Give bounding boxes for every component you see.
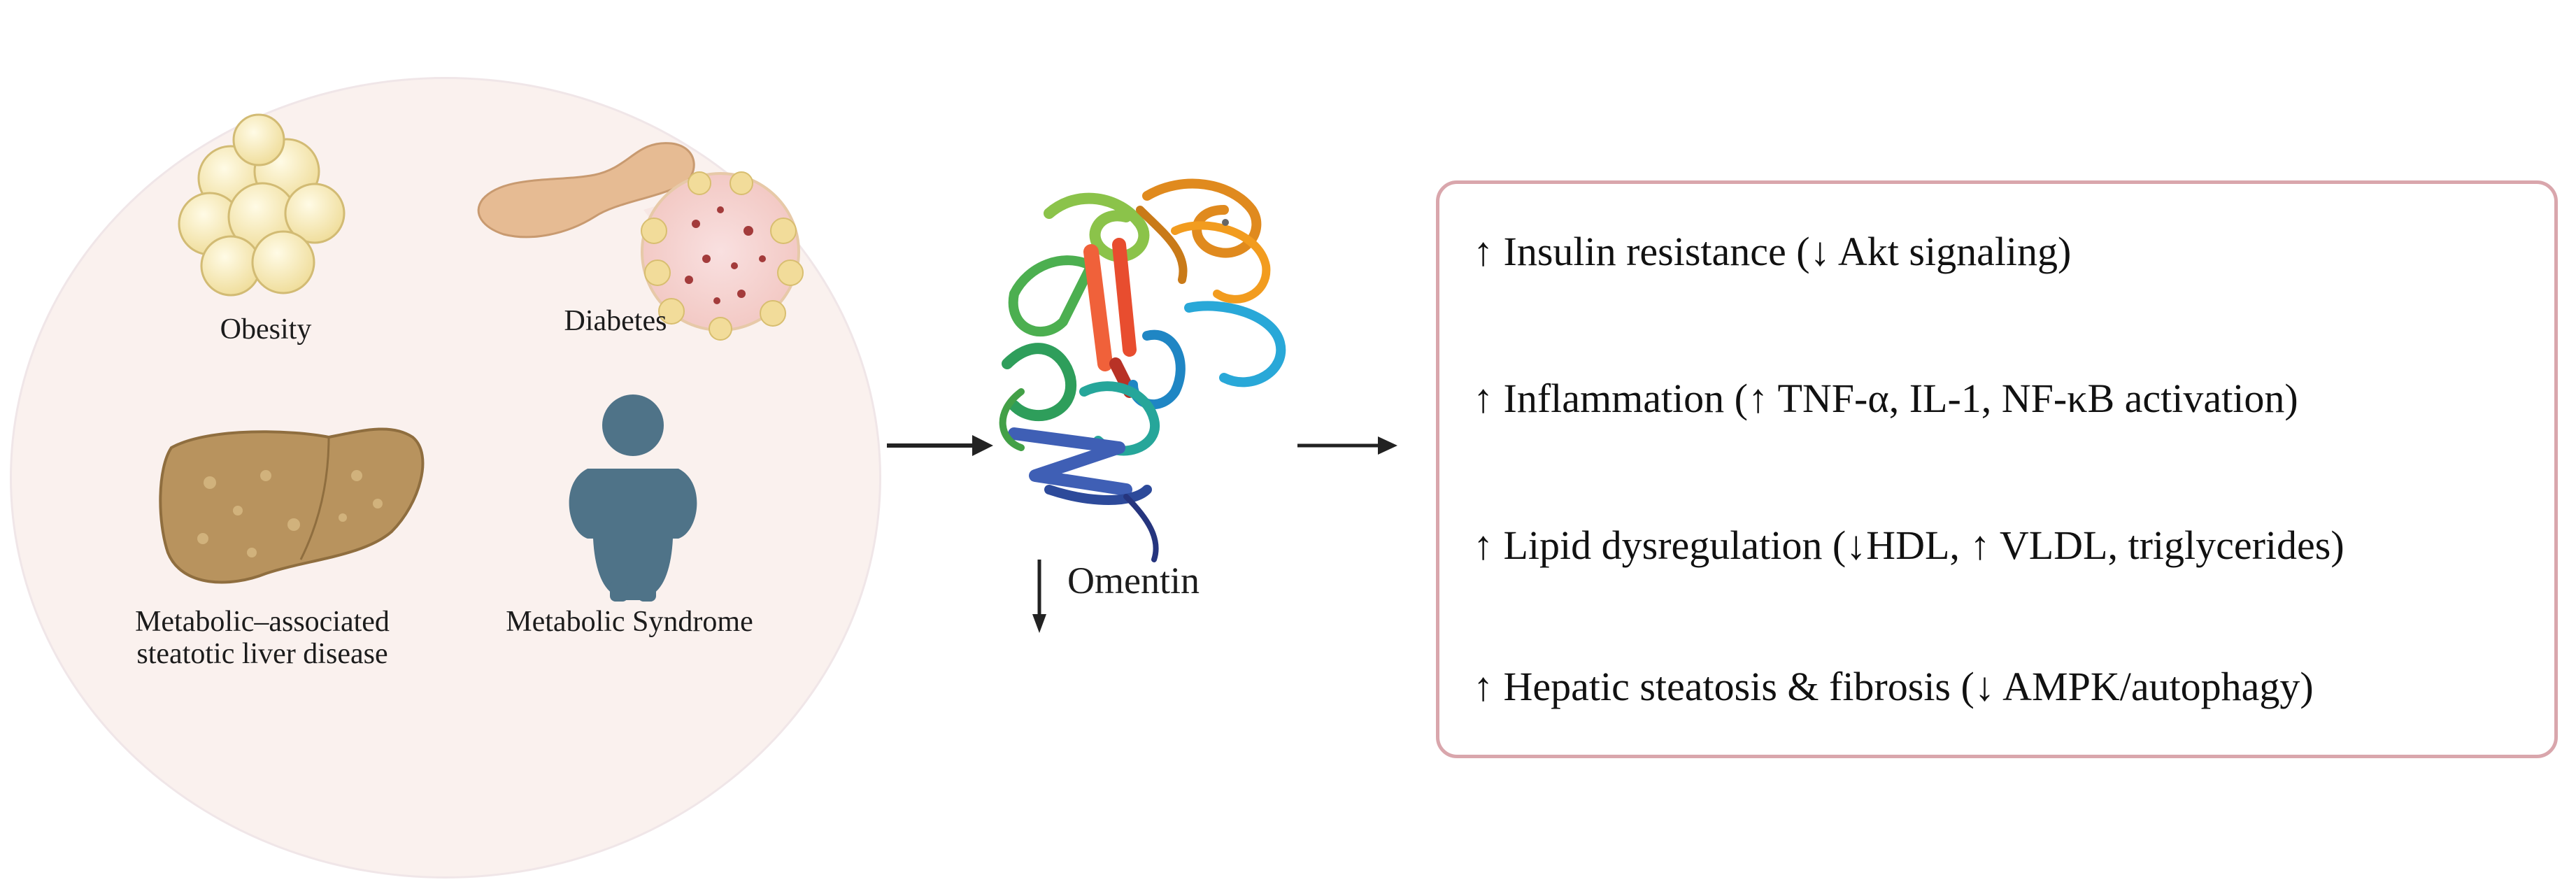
pancreas-islet-icon (477, 142, 804, 341)
outcomes-box: ↑ Insulin resistance (↓ Akt signaling) ↑… (1436, 180, 2558, 758)
label-obesity: Obesity (220, 313, 312, 346)
fat-cells-cluster-icon (178, 113, 346, 297)
protein-ribbon-structure-icon (999, 178, 1286, 562)
label-diabetes: Diabetes (564, 305, 667, 337)
arrow-circle-to-omentin (887, 435, 993, 456)
label-mald: Metabolic–associated steatotic liver dis… (98, 606, 427, 670)
obese-person-icon (569, 394, 697, 602)
arrow-omentin-to-outcomes (1297, 436, 1397, 455)
label-mald-line2: steatotic liver disease (136, 638, 388, 670)
outcome-inflammation: ↑ Inflammation (↑ TNF-α, IL-1, NF-κB act… (1473, 376, 2298, 421)
outcome-lipid-dysregulation: ↑ Lipid dysregulation (↓HDL, ↑ VLDL, tri… (1473, 522, 2344, 568)
omentin-label: Omentin (1067, 560, 1200, 602)
label-mald-line1: Metabolic–associated (135, 606, 390, 638)
down-arrow-icon (1032, 560, 1046, 633)
label-metabolic-syndrome: Metabolic Syndrome (506, 606, 753, 638)
fatty-liver-icon (159, 427, 425, 584)
outcome-insulin-resistance: ↑ Insulin resistance (↓ Akt signaling) (1473, 229, 2072, 274)
outcome-hepatic-steatosis: ↑ Hepatic steatosis & fibrosis (↓ AMPK/a… (1473, 664, 2314, 709)
